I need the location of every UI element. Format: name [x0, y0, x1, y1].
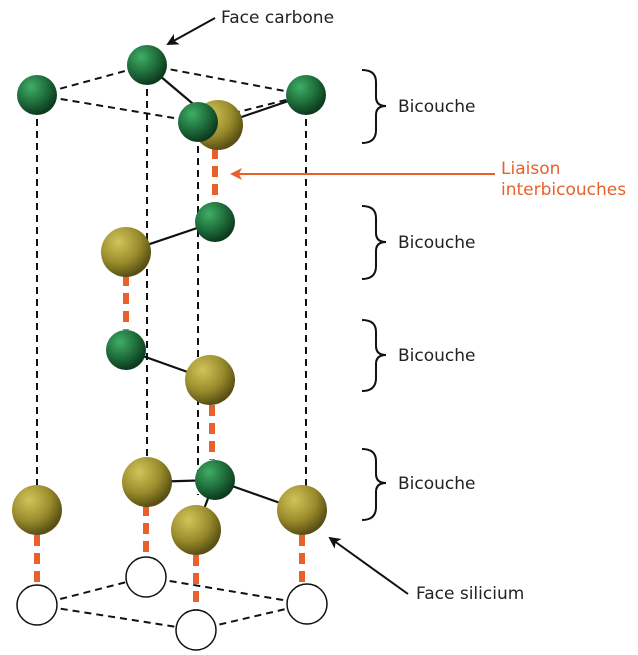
label-bicouche-4: Bicouche	[398, 474, 476, 494]
unit-cell-dashed-edges	[36, 64, 308, 631]
carbon-atom	[286, 75, 326, 115]
silicon-atom	[171, 505, 221, 555]
label-face-carbone: Face carbone	[221, 8, 334, 28]
label-liaison-line1: Liaison	[501, 159, 560, 179]
silicon-atom	[12, 485, 62, 535]
bilayer-braces	[361, 69, 387, 521]
carbon-atom	[106, 330, 146, 370]
substrate-atom	[16, 584, 58, 626]
substrate-atoms	[16, 556, 328, 651]
silicon-atom	[101, 227, 151, 277]
substrate-atom	[125, 556, 167, 598]
silicon-atoms	[12, 100, 327, 555]
carbon-atoms	[17, 45, 326, 500]
carbon-atom	[17, 75, 57, 115]
silicon-atom	[122, 457, 172, 507]
substrate-atom	[286, 583, 328, 625]
label-liaison-line2: interbicouches	[501, 180, 626, 200]
face-carbone-arrow	[166, 17, 216, 45]
label-bicouche-1: Bicouche	[398, 97, 476, 117]
label-face-silicium: Face silicium	[416, 584, 524, 604]
silicon-atom	[277, 485, 327, 535]
carbon-atom	[127, 45, 167, 85]
interbilayer-bonds	[34, 148, 305, 612]
carbon-atom	[195, 202, 235, 242]
label-bicouche-2: Bicouche	[398, 233, 476, 253]
substrate-atom	[175, 609, 217, 651]
carbon-atom	[178, 102, 218, 142]
silicon-atom	[185, 355, 235, 405]
label-bicouche-3: Bicouche	[398, 346, 476, 366]
face-silicium-arrow	[328, 536, 409, 595]
carbon-atom	[195, 460, 235, 500]
